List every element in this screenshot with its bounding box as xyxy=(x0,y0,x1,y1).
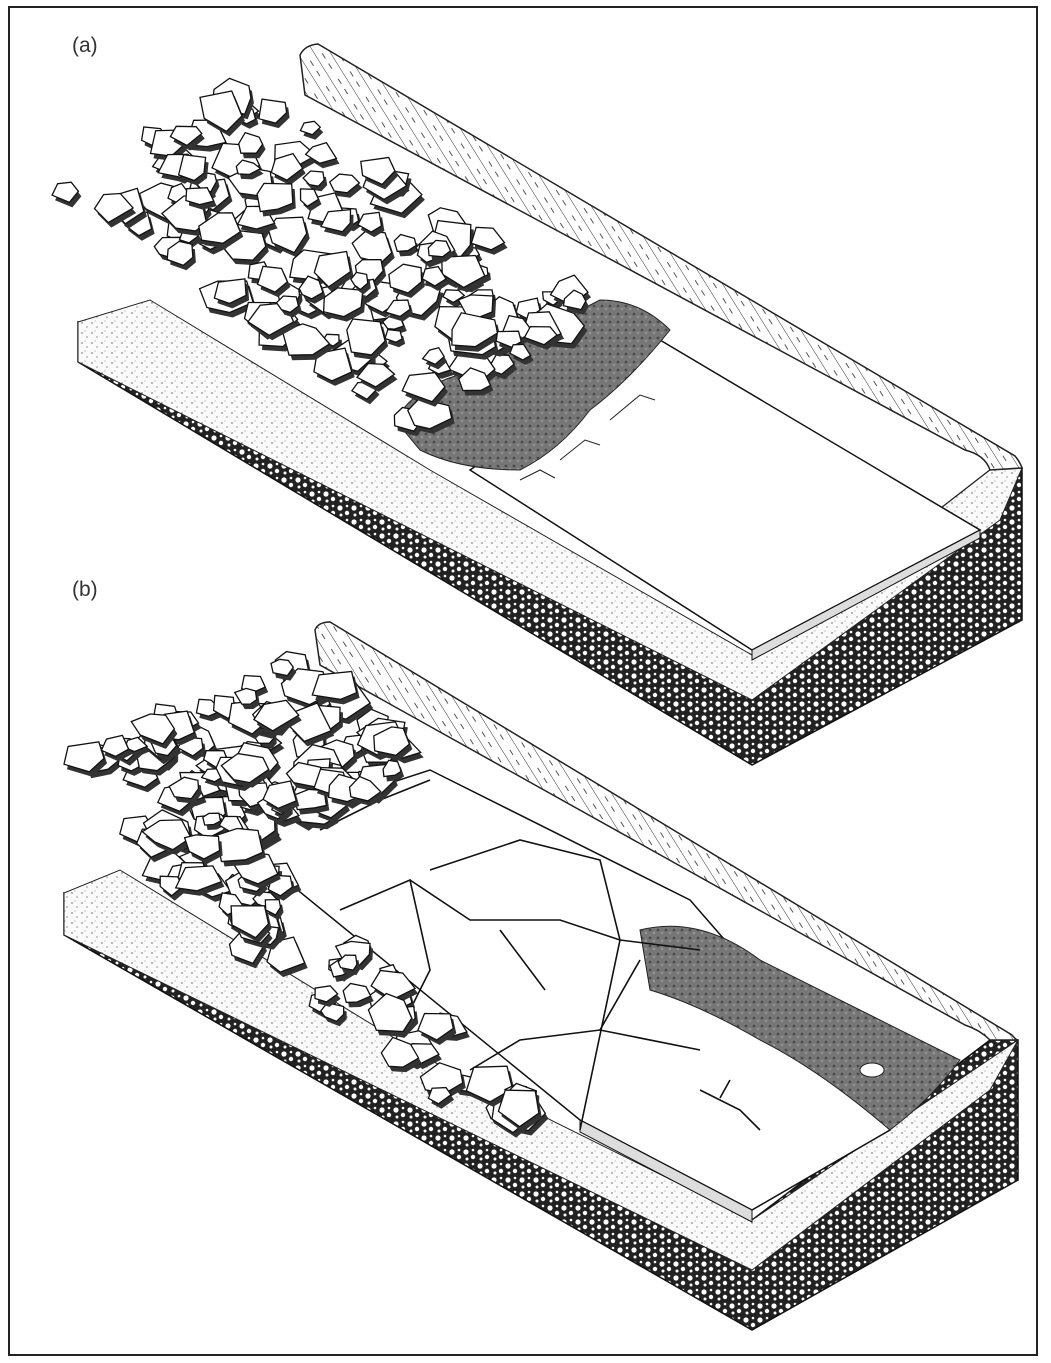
ice-block xyxy=(235,688,257,704)
ice-block xyxy=(169,777,198,798)
panel-b-diagram xyxy=(64,622,1018,1330)
ice-block xyxy=(385,330,402,343)
ice-block xyxy=(352,232,392,263)
ice-block xyxy=(303,171,324,186)
ice-block xyxy=(239,133,263,154)
panel-a-diagram xyxy=(52,44,1022,765)
ice-block xyxy=(312,672,356,700)
